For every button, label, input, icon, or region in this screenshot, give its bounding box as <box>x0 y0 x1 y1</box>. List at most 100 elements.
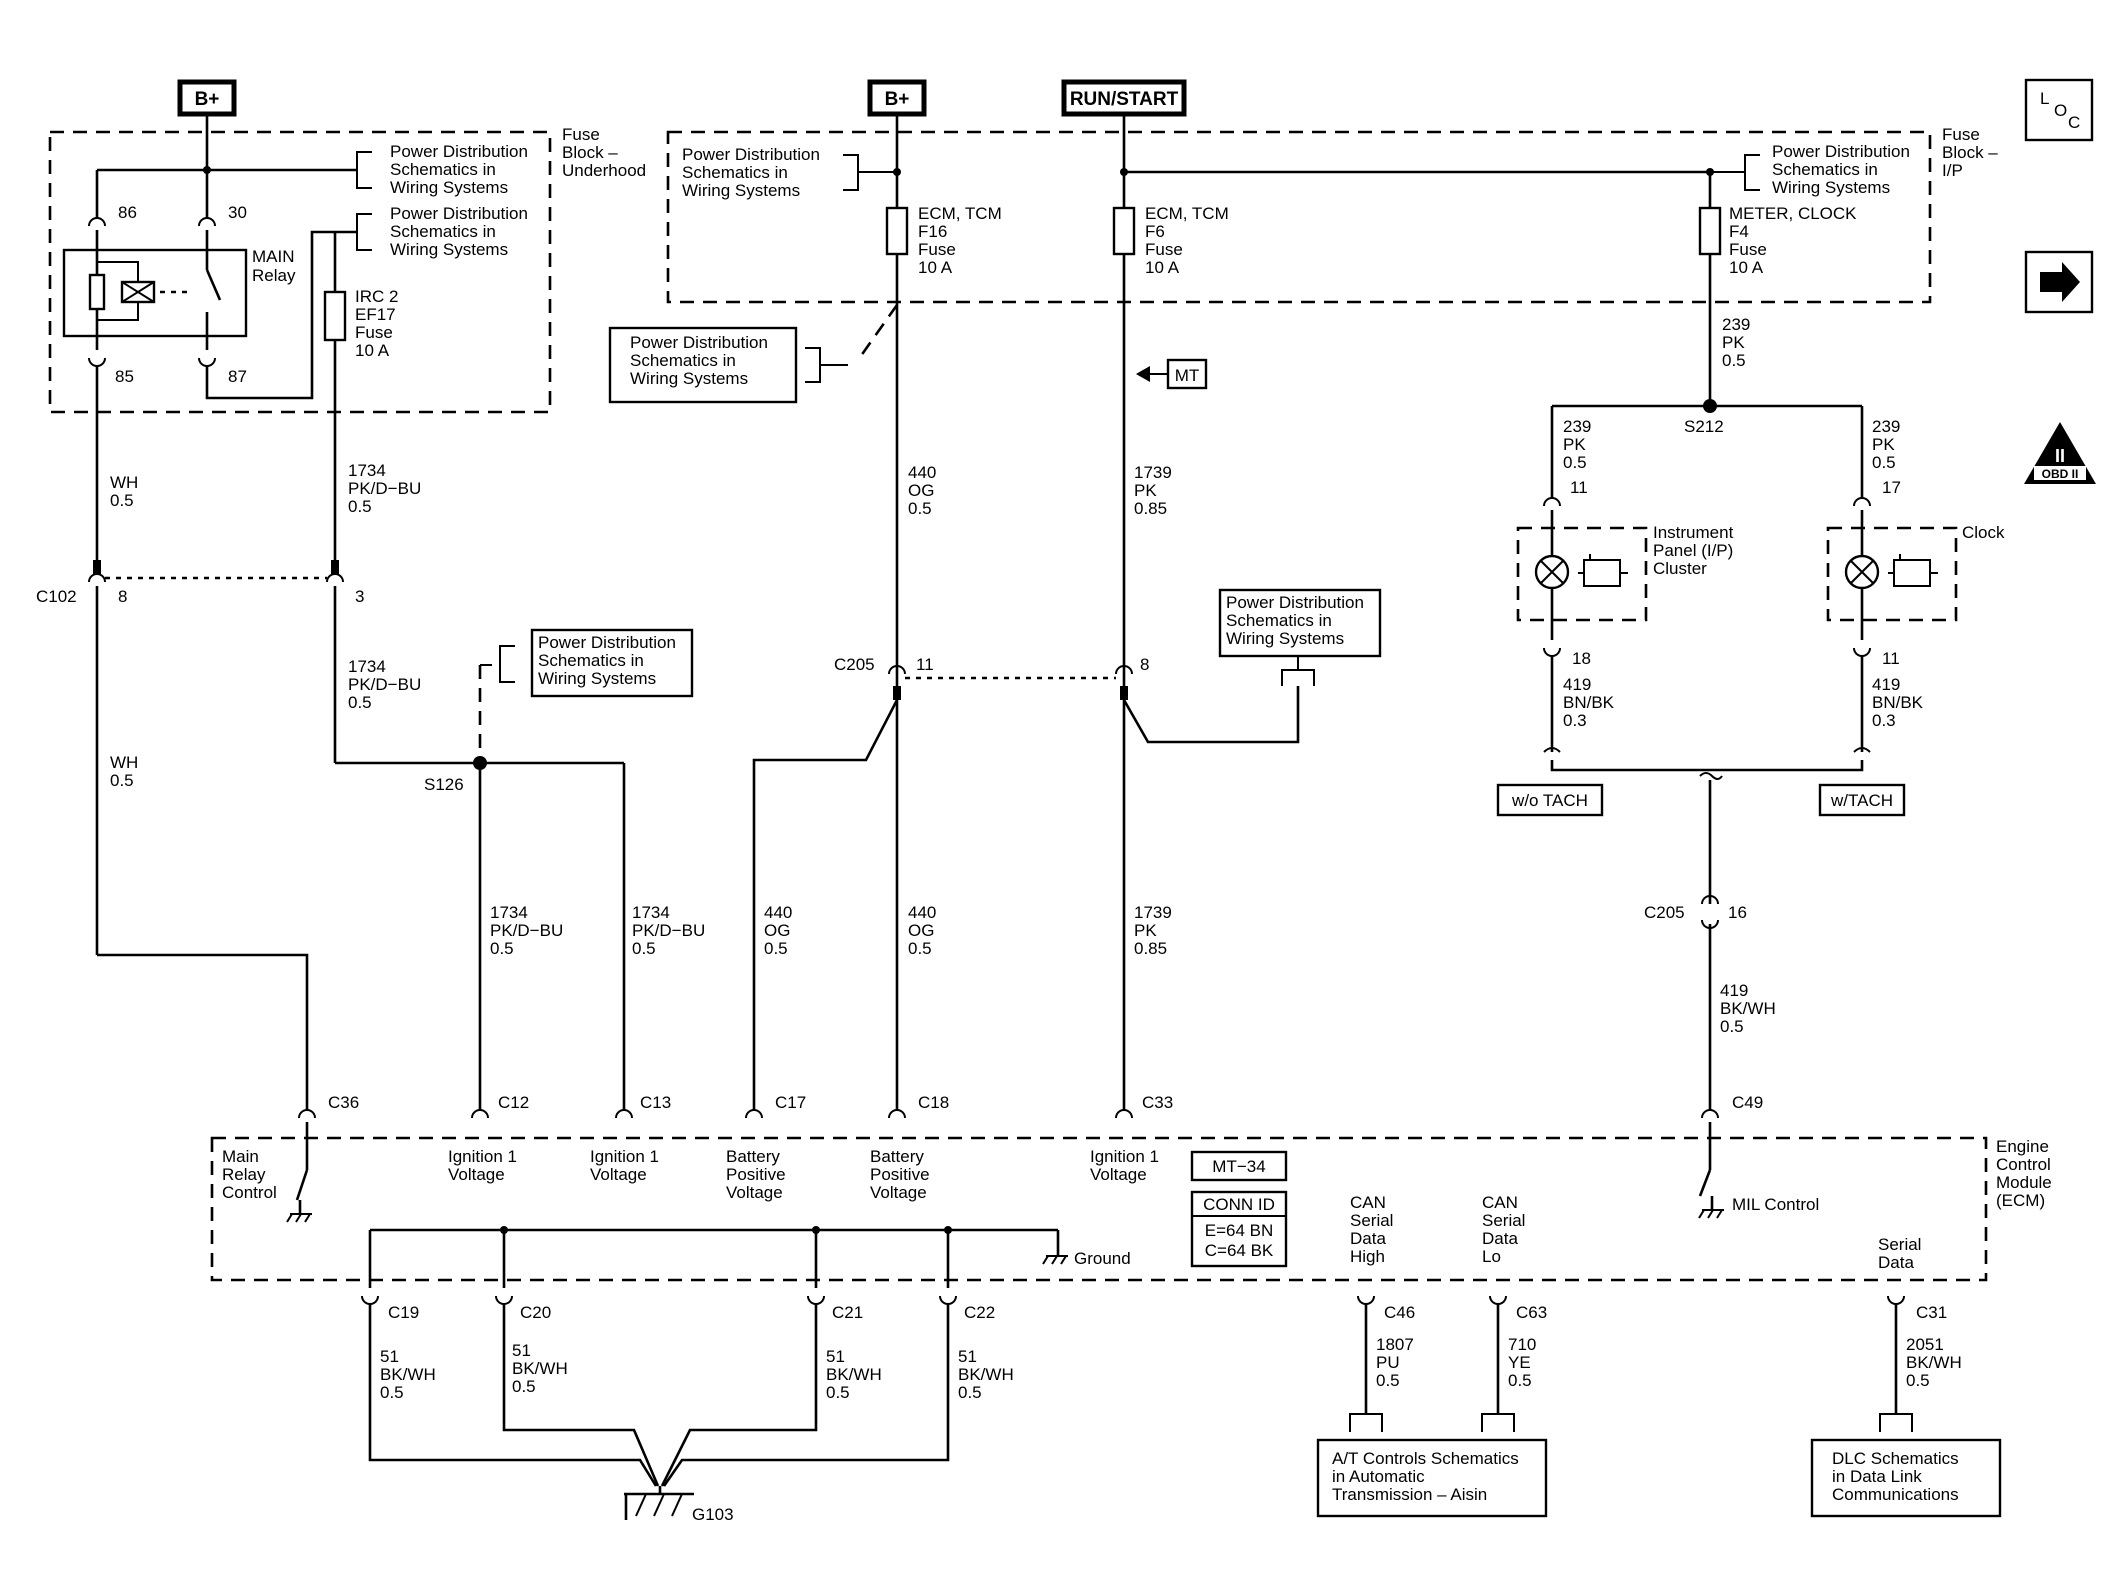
ref-power-dist-s126: Power Distribution Schematics in Wiring … <box>538 633 681 688</box>
clock-label: Clock <box>1962 523 2005 542</box>
wire-og-b2: 440 OG 0.5 <box>908 903 941 958</box>
bplus-left-tag: B+ <box>177 79 237 117</box>
splice-s212 <box>1703 399 1717 413</box>
svg-text:C49: C49 <box>1732 1093 1763 1112</box>
ecm-connector-c36: C36 <box>286 1093 359 1223</box>
ref-power-dist-1: Power Distribution Schematics in Wiring … <box>390 142 533 197</box>
ecm-connector-c12: C12 <box>471 1093 529 1119</box>
fuse-irc2 <box>323 290 347 342</box>
wire-pkdbu-1: 1734 PK/D−BU 0.5 <box>348 461 426 516</box>
svg-text:87: 87 <box>228 367 247 386</box>
instrument-panel-cluster <box>1516 526 1648 622</box>
svg-text:8: 8 <box>118 587 127 606</box>
svg-text:30: 30 <box>228 203 247 222</box>
engine-icon-clock <box>1888 554 1938 587</box>
svg-text:C=64 BK: C=64 BK <box>1205 1241 1274 1260</box>
svg-text:C21: C21 <box>832 1303 863 1322</box>
wire-pk-bot: 1739 PK 0.85 <box>1134 903 1177 958</box>
svg-text:C36: C36 <box>328 1093 359 1112</box>
ref-power-dist-4: Power Distribution Schematics in Wiring … <box>630 333 773 388</box>
ecm-can-high: CAN Serial Data High <box>1350 1193 1398 1266</box>
fuse-f16-label: ECM, TCM F16 Fuse 10 A <box>918 204 1006 277</box>
ref-box-s126 <box>530 628 694 698</box>
svg-text:17: 17 <box>1882 478 1901 497</box>
ref-power-dist-6: Power Distribution Schematics in Wiring … <box>1226 593 1369 648</box>
mt34-tag <box>1190 1150 1288 1182</box>
wire-g2: 51 BK/WH 0.5 <box>512 1341 572 1396</box>
wire-pk-top: 1739 PK 0.85 <box>1134 463 1177 518</box>
ecm-ground-label: Ground <box>1074 1249 1131 1268</box>
wire-pkdbu-3: 1734 PK/D−BU 0.5 <box>490 903 568 958</box>
fuse-f4-label: METER, CLOCK F4 Fuse 10 A <box>1729 204 1861 277</box>
svg-text:C17: C17 <box>775 1093 806 1112</box>
svg-text:C205: C205 <box>834 655 875 674</box>
ecm-serial-data: Serial Data <box>1878 1235 1926 1272</box>
svg-text:OBD II: OBD II <box>2042 467 2079 481</box>
w-tach-tag <box>1818 783 1906 817</box>
svg-text:C12: C12 <box>498 1093 529 1112</box>
svg-text:B+: B+ <box>885 89 910 110</box>
svg-text:MT: MT <box>1175 366 1200 385</box>
wire-bnbk-right: 419 BN/BK 0.3 <box>1872 675 1928 730</box>
next-arrow-icon[interactable] <box>2024 250 2094 314</box>
svg-text:O: O <box>2054 101 2067 120</box>
ecm-ign1-a: Ignition 1 Voltage <box>448 1147 522 1184</box>
ecm-connector-c17: C17 <box>745 1093 806 1119</box>
wire-bnbk-left: 419 BN/BK 0.3 <box>1563 675 1619 730</box>
ipc-label: Instrument Panel (I/P) Cluster <box>1653 523 1738 578</box>
ecm-connector-c13: C13 <box>615 1093 671 1119</box>
svg-text:B+: B+ <box>195 89 220 110</box>
svg-text:11: 11 <box>916 655 934 674</box>
ecm-main-relay-label: Main Relay Control <box>222 1147 277 1202</box>
svg-text:C46: C46 <box>1384 1303 1415 1322</box>
svg-text:C18: C18 <box>918 1093 949 1112</box>
svg-text:C20: C20 <box>520 1303 551 1322</box>
mt-tag <box>1166 358 1208 390</box>
wire-wh-top: WH 0.5 <box>110 473 143 510</box>
loc-icon[interactable]: L O C <box>2024 78 2094 142</box>
main-relay-label: MAIN Relay <box>252 247 299 285</box>
svg-text:II: II <box>2055 446 2065 466</box>
svg-text:C22: C22 <box>964 1303 995 1322</box>
wire-og-top: 440 OG 0.5 <box>908 463 941 518</box>
wire-419-bkwh: 419 BK/WH 0.5 <box>1720 981 1780 1036</box>
svg-text:w/o TACH: w/o TACH <box>1511 791 1588 810</box>
ecm-ign1-c: Ignition 1 Voltage <box>1090 1147 1164 1184</box>
svg-text:C19: C19 <box>388 1303 419 1322</box>
ground-g103-symbol <box>624 1486 694 1520</box>
svg-text:MT−34: MT−34 <box>1212 1157 1265 1176</box>
svg-text:E=64 BN: E=64 BN <box>1205 1221 1274 1240</box>
wire-g3: 51 BK/WH 0.5 <box>826 1347 886 1402</box>
ref-box-f16 <box>608 326 798 404</box>
svg-text:C31: C31 <box>1916 1303 1947 1322</box>
ecm-connector-c18: C18 <box>888 1093 949 1119</box>
wire-239-top: 239 PK 0.5 <box>1722 315 1755 370</box>
svg-text:11: 11 <box>1882 649 1900 668</box>
svg-text:G103: G103 <box>692 1505 734 1524</box>
clock <box>1826 526 1958 622</box>
svg-text:L: L <box>2040 89 2049 108</box>
wire-pu: 1807 PU 0.5 <box>1376 1335 1419 1390</box>
conn-id-box <box>1190 1190 1288 1268</box>
svg-text:8: 8 <box>1140 655 1149 674</box>
fuse-block-ip-label: Fuse Block – I/P <box>1942 125 2002 180</box>
svg-text:16: 16 <box>1728 903 1747 922</box>
svg-text:C205: C205 <box>1644 903 1685 922</box>
wire-pkdbu-4: 1734 PK/D−BU 0.5 <box>632 903 710 958</box>
wire-og-b1: 440 OG 0.5 <box>764 903 797 958</box>
svg-text:85: 85 <box>115 367 134 386</box>
ref-box-c205 <box>1218 588 1382 658</box>
wire-g4: 51 BK/WH 0.5 <box>958 1347 1018 1402</box>
ecm-can-lo: CAN Serial Data Lo <box>1482 1193 1530 1266</box>
ecm-outline <box>210 1136 1988 1282</box>
ref-box-dlc <box>1810 1438 2002 1518</box>
svg-text:3: 3 <box>355 587 364 606</box>
bplus-center-tag: B+ <box>867 79 927 117</box>
fuse-f16 <box>885 206 909 256</box>
ecm-batt-b: Battery Positive Voltage <box>870 1147 934 1202</box>
wire-2051: 2051 BK/WH 0.5 <box>1906 1335 1966 1390</box>
svg-text:S126: S126 <box>424 775 464 794</box>
ecm-ign1-b: Ignition 1 Voltage <box>590 1147 664 1184</box>
svg-text:C33: C33 <box>1142 1093 1173 1112</box>
